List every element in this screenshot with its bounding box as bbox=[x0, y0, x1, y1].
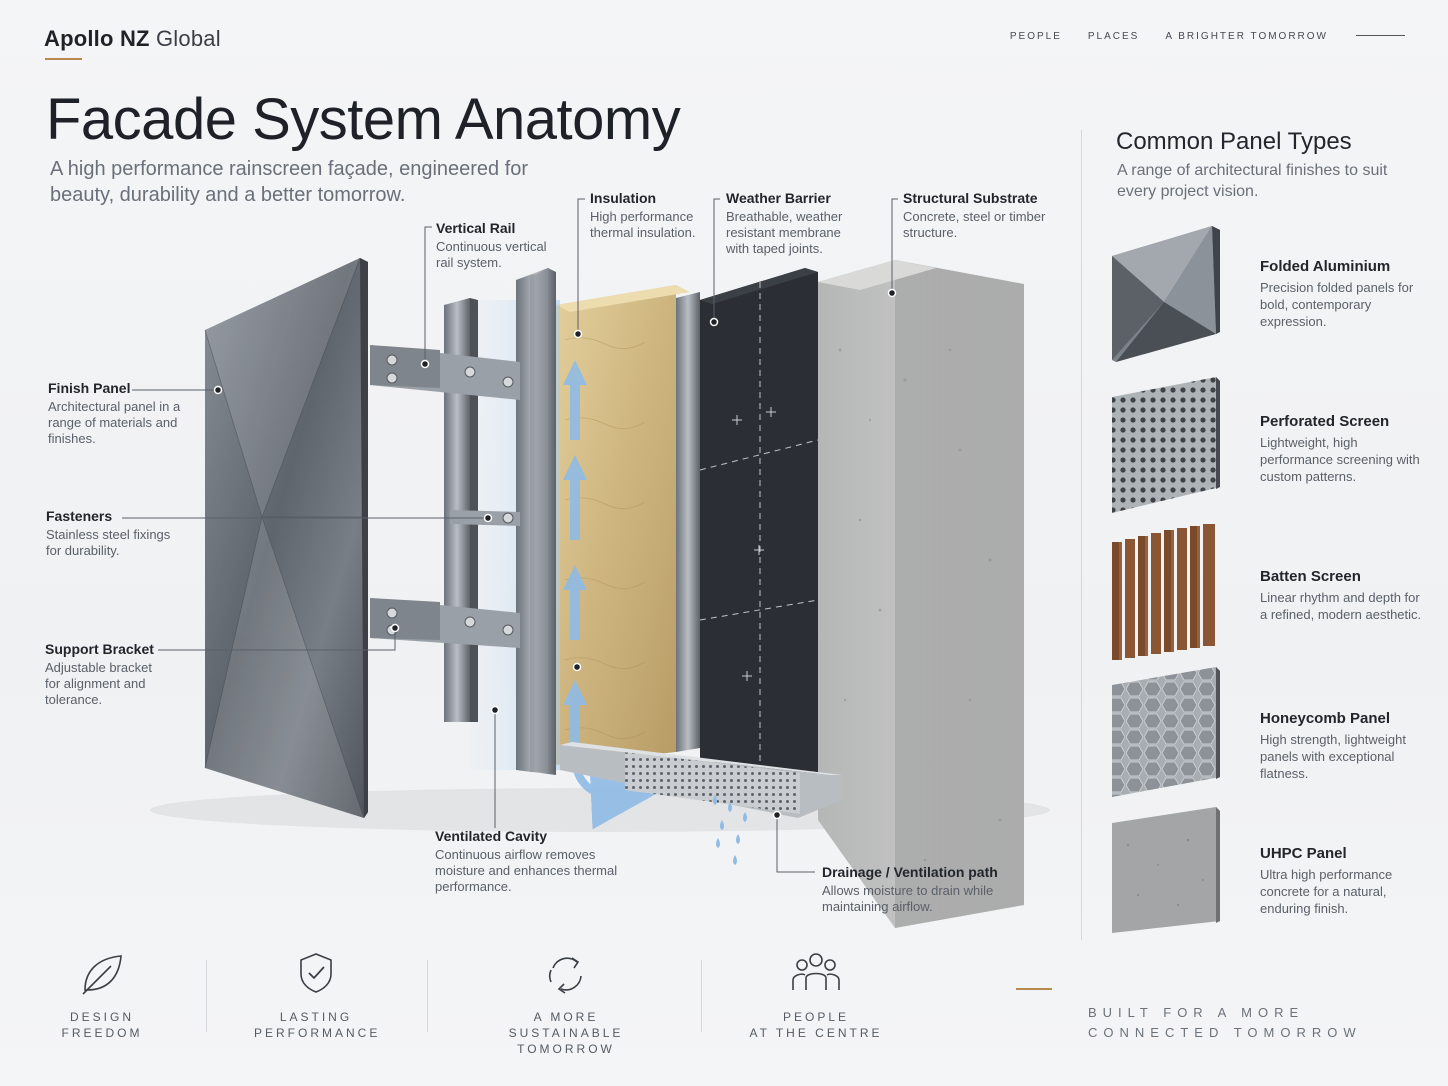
panel-type-honeycomb: Honeycomb Panel High strength, lightweig… bbox=[1260, 710, 1430, 782]
leader-dots bbox=[213, 288, 897, 820]
callout-ventilated-cavity: Ventilated Cavity Continuous airflow rem… bbox=[435, 828, 630, 895]
page-subtitle: A high performance rainscreen façade, en… bbox=[50, 158, 529, 206]
panel-type-title: Batten Screen bbox=[1260, 568, 1361, 585]
recycle-icon bbox=[548, 957, 582, 994]
callout-fasteners-desc: Stainless steel fixings for durability. bbox=[46, 527, 171, 558]
panel-type-title: Perforated Screen bbox=[1260, 413, 1390, 430]
callout-structural-substrate: Structural Substrate Concrete, steel or … bbox=[903, 190, 1053, 241]
feature-people-centre: PEOPLE AT THE CENTRE bbox=[748, 950, 884, 1041]
nav-rule bbox=[1356, 35, 1405, 36]
callout-vertical-rail: Vertical Rail Continuous vertical rail s… bbox=[436, 220, 561, 271]
feature-line1: A MORE bbox=[533, 1010, 599, 1024]
brand-name-light: Global bbox=[155, 26, 221, 51]
callout-insulation-title: Insulation bbox=[590, 190, 657, 206]
feature-design-freedom: DESIGN FREEDOM bbox=[52, 950, 152, 1041]
panel-type-batten-screen: Batten Screen Linear rhythm and depth fo… bbox=[1260, 568, 1430, 623]
panel-type-desc: High strength, lightweight panels with e… bbox=[1260, 732, 1406, 781]
callout-insulation-desc: High performance thermal insulation. bbox=[590, 209, 696, 240]
airflow-arrows bbox=[563, 360, 587, 760]
feature-line1: DESIGN bbox=[69, 1010, 134, 1024]
feature-line2: PERFORMANCE bbox=[254, 1026, 381, 1040]
tagline-line2: CONNECTED TOMORROW bbox=[1088, 1025, 1362, 1040]
perforated-screen-tile[interactable] bbox=[1108, 375, 1226, 520]
feature-sustainable-tomorrow: A MORE SUSTAINABLE TOMORROW bbox=[460, 950, 672, 1057]
callout-weather-barrier-desc: Breathable, weather resistant membrane w… bbox=[726, 209, 843, 256]
weather-barrier-shape bbox=[699, 268, 819, 792]
water-drops bbox=[713, 795, 747, 865]
feature-divider bbox=[206, 960, 207, 1032]
feature-line2: AT THE CENTRE bbox=[749, 1026, 883, 1040]
honeycomb-panel-tile[interactable] bbox=[1108, 665, 1226, 805]
panel-types-subtitle: A range of architectural finishes to sui… bbox=[1117, 162, 1388, 200]
leaf-icon bbox=[82, 955, 122, 995]
callout-finish-panel: Finish Panel Architectural panel in a ra… bbox=[48, 380, 188, 447]
support-bracket-shape bbox=[370, 345, 520, 648]
callout-drainage: Drainage / Ventilation path Allows moist… bbox=[822, 864, 1022, 915]
callout-insulation: Insulation High performance thermal insu… bbox=[590, 190, 710, 241]
feature-divider bbox=[701, 960, 702, 1032]
tagline: BUILT FOR A MORE CONNECTED TOMORROW bbox=[1088, 1003, 1362, 1043]
panel-type-folded-aluminium: Folded Aluminium Precision folded panels… bbox=[1260, 258, 1430, 330]
callout-support-bracket: Support Bracket Adjustable bracket for a… bbox=[45, 641, 170, 708]
panel-type-desc: Linear rhythm and depth for a refined, m… bbox=[1260, 590, 1422, 622]
callout-vertical-rail-desc: Continuous vertical rail system. bbox=[436, 239, 547, 270]
panel-type-desc: Lightweight, high performance screening … bbox=[1260, 435, 1420, 484]
panel-type-desc: Precision folded panels for bold, contem… bbox=[1260, 280, 1414, 329]
feature-lasting-performance: LASTING PERFORMANCE bbox=[254, 950, 378, 1041]
panel-type-title: UHPC Panel bbox=[1260, 845, 1347, 862]
callout-ventilated-cavity-desc: Continuous airflow removes moisture and … bbox=[435, 847, 618, 894]
feature-line2: FREEDOM bbox=[61, 1026, 143, 1040]
people-icon bbox=[792, 953, 840, 990]
structural-substrate-shape bbox=[818, 260, 1024, 928]
callout-weather-barrier: Weather Barrier Breathable, weather resi… bbox=[726, 190, 856, 257]
callout-fasteners-title: Fasteners bbox=[46, 508, 113, 524]
nav-link-people[interactable]: PEOPLE bbox=[1009, 31, 1062, 42]
callout-ventilated-cavity-title: Ventilated Cavity bbox=[435, 828, 548, 844]
insulation-shape bbox=[556, 285, 690, 765]
nav-link-brighter-tomorrow[interactable]: A BRIGHTER TOMORROW bbox=[1165, 31, 1328, 42]
leader-lines bbox=[122, 198, 898, 873]
column-divider bbox=[1081, 130, 1082, 940]
callout-support-bracket-desc: Adjustable bracket for alignment and tol… bbox=[45, 660, 152, 707]
brand-logo[interactable]: Apollo NZ Global bbox=[44, 26, 221, 52]
nav-link-places[interactable]: PLACES bbox=[1087, 31, 1140, 42]
uhpc-panel-tile[interactable] bbox=[1108, 805, 1226, 940]
batten-screen-tile[interactable] bbox=[1108, 522, 1226, 667]
brand-name-bold: Apollo NZ bbox=[44, 26, 150, 51]
top-nav: PEOPLE PLACES A BRIGHTER TOMORROW bbox=[1010, 31, 1328, 42]
page-title: Facade System Anatomy bbox=[46, 87, 681, 152]
callout-finish-panel-desc: Architectural panel in a range of materi… bbox=[48, 399, 181, 446]
facade-diagram bbox=[122, 198, 1050, 928]
panel-type-perforated-screen: Perforated Screen Lightweight, high perf… bbox=[1260, 413, 1430, 485]
panel-type-uhpc: UHPC Panel Ultra high performance concre… bbox=[1260, 845, 1430, 917]
panel-types-title: Common Panel Types bbox=[1116, 128, 1352, 155]
folded-aluminium-tile[interactable] bbox=[1108, 222, 1226, 367]
tagline-accent-rule bbox=[1016, 988, 1052, 990]
feature-line1: PEOPLE bbox=[782, 1010, 850, 1024]
feature-line1: LASTING bbox=[279, 1010, 353, 1024]
panel-type-title: Folded Aluminium bbox=[1260, 258, 1391, 275]
shield-check-icon bbox=[300, 953, 332, 993]
panel-type-title: Honeycomb Panel bbox=[1260, 710, 1391, 727]
panel-type-desc: Ultra high performance concrete for a na… bbox=[1260, 867, 1393, 916]
finish-panel-shape bbox=[204, 257, 368, 819]
feature-divider bbox=[427, 960, 428, 1032]
callout-finish-panel-title: Finish Panel bbox=[48, 380, 131, 396]
callout-support-bracket-title: Support Bracket bbox=[45, 641, 154, 657]
callout-vertical-rail-title: Vertical Rail bbox=[436, 220, 516, 236]
callout-drainage-title: Drainage / Ventilation path bbox=[822, 864, 998, 880]
brand-underline bbox=[45, 58, 82, 60]
callout-structural-substrate-desc: Concrete, steel or timber structure. bbox=[903, 209, 1046, 240]
feature-line2: SUSTAINABLE TOMORROW bbox=[508, 1026, 624, 1056]
drainage-tray-shape bbox=[560, 742, 842, 818]
callout-drainage-desc: Allows moisture to drain while maintaini… bbox=[822, 883, 994, 914]
callout-structural-substrate-title: Structural Substrate bbox=[903, 190, 1038, 206]
tagline-line1: BUILT FOR A MORE bbox=[1088, 1005, 1305, 1020]
callout-weather-barrier-title: Weather Barrier bbox=[726, 190, 831, 206]
callout-fasteners: Fasteners Stainless steel fixings for du… bbox=[46, 508, 186, 559]
